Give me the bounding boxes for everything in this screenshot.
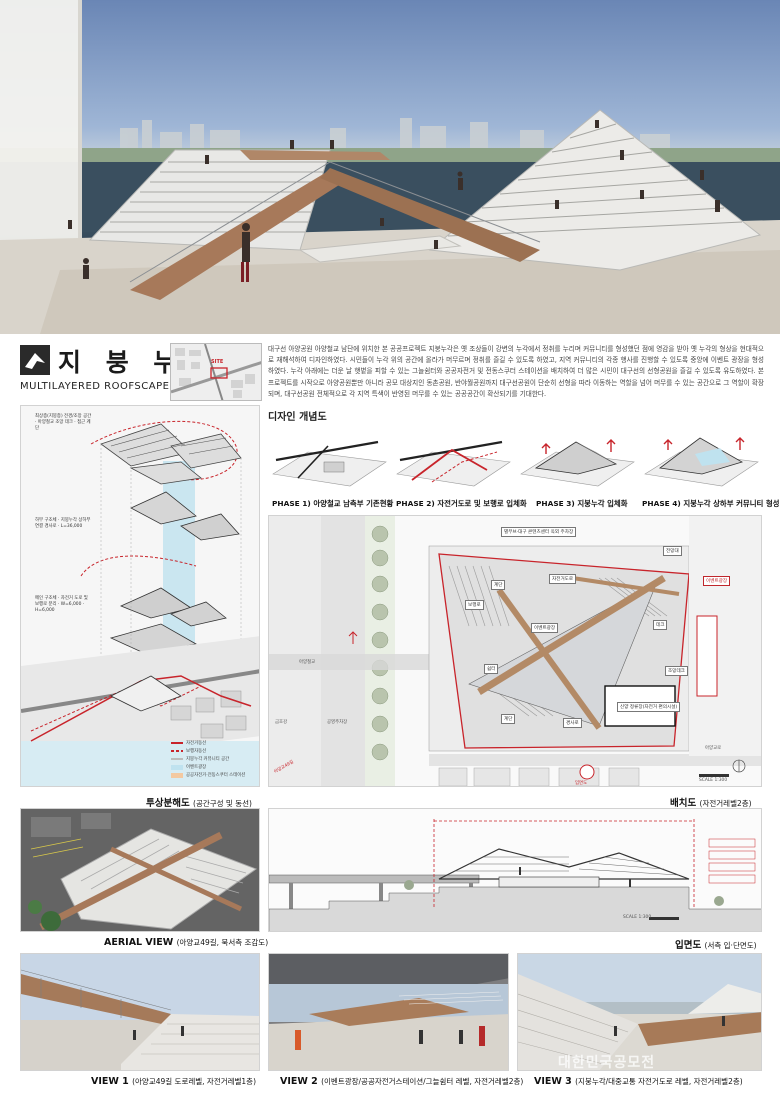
exploded-caption: 투상분해도 (공간구성 및 동선): [146, 798, 252, 809]
view-2-panel: [268, 953, 509, 1071]
exploded-note-2: 하부 구조체 · 지붕누각 상하부 연결 경사로 · L=36,000: [35, 518, 91, 529]
site-tag: 이벤트광장: [703, 576, 731, 586]
logo-icon: [20, 345, 50, 375]
site-tag: 보행로: [465, 600, 484, 610]
site-tag: 전망대: [663, 546, 682, 556]
view-3-caption: VIEW 3 (지붕누각/대중교통 자전거도로 레벨, 자전거레벨2층): [534, 1076, 743, 1087]
view-1-panel: [20, 953, 260, 1071]
elevation-scale: SCALE 1:300: [623, 915, 652, 920]
exploded-note-1: 최상층(지붕층) 전경/조망 공간 · 아양철교 조망 데크 · 접근 계단: [35, 414, 92, 431]
exploded-axon-panel: 최상층(지붕층) 전경/조망 공간 · 아양철교 조망 데크 · 접근 계단 하…: [20, 405, 260, 787]
phase-4-label: PHASE 4) 지붕누각 상하부 커뮤니티 형성: [642, 499, 780, 508]
site-label-parking: 공영주차장: [327, 720, 348, 725]
site-label-shelter: 신양 정류장(자전거 편의시설): [617, 702, 681, 712]
project-description: 대구선 아양공원 아양철교 남단에 위치한 본 공공프로젝트 지붕누각은 옛 조…: [268, 345, 764, 398]
legend-item: 보행자동선: [171, 748, 245, 754]
phase-2-label: PHASE 2) 자전거도로 및 보행로 입체화: [396, 499, 527, 508]
legend-item: 공공자전거·전동스쿠터 스테이션: [171, 772, 245, 778]
hero-render: [0, 0, 780, 334]
elevation-panel: SCALE 1:300: [268, 808, 762, 932]
view-3-render: [518, 954, 761, 1070]
aerial-view-render: [21, 809, 259, 931]
concept-title: 디자인 개념도: [268, 412, 327, 423]
site-tag: 데크: [653, 620, 668, 630]
location-map-site-label: SITE: [211, 359, 224, 365]
site-plan-caption: 배치도 (자전거레벨2층): [670, 798, 752, 809]
site-label-top: 별무브·대구 콘텐츠센터 옥외 주차장: [501, 527, 577, 537]
location-map: SITE: [170, 343, 262, 401]
site-plan-panel: 별무브·대구 콘텐츠센터 옥외 주차장 이벤트광장 신양 정류장(자전거 편의시…: [268, 515, 762, 787]
view-2-caption: VIEW 2 (이벤트광장/공공자전거스테이션/그늘쉼터 레벨, 자전거레벨2층…: [280, 1076, 524, 1087]
site-label-event-plaza: 이벤트광장: [531, 623, 559, 633]
phase-1-label: PHASE 1) 아양철교 남측부 기존현황: [272, 499, 394, 508]
legend-item: 이벤트광장: [171, 764, 245, 770]
title-english: MULTILAYERED ROOFSCAPE PAVILION: [20, 381, 223, 392]
site-tag: 쉼터: [484, 664, 499, 674]
site-label-river: 금호강: [275, 720, 288, 725]
concept-diagrams: [268, 422, 762, 494]
site-tag: 계단: [501, 714, 516, 724]
hero-render-art: [0, 0, 780, 334]
elevation-drawing: [269, 819, 761, 931]
site-tag: 계단: [491, 580, 506, 590]
exploded-legend: 자전거동선 보행자동선 지붕누각 커뮤니티 공간 이벤트광장 공공자전거·전동스…: [171, 740, 245, 780]
watermark: 대한민국공모전: [558, 1055, 656, 1071]
exploded-axon-drawing: [21, 420, 259, 786]
site-label-entrance: 입면도: [575, 781, 588, 786]
view-1-render: [21, 954, 259, 1070]
legend-item: 자전거동선: [171, 740, 245, 746]
aerial-view-panel: [20, 808, 260, 932]
site-plan-drawing: [269, 516, 761, 786]
site-tag: 경사로: [563, 718, 582, 728]
location-map-drawing: [171, 344, 261, 400]
site-label-bridge: 아양철교: [299, 660, 316, 665]
site-label-road: 아양교로: [705, 746, 722, 751]
phase-3-label: PHASE 3) 지붕누각 입체화: [536, 499, 628, 508]
elevation-caption: 입면도 (서측 입·단면도): [675, 940, 757, 951]
view-3-panel: 대한민국공모전: [517, 953, 762, 1071]
view-1-caption: VIEW 1 (아양교49길 도로레벨, 자전거레벨1층): [91, 1076, 257, 1087]
view-2-render: [269, 954, 508, 1070]
site-label-scale: SCALE 1:300: [699, 778, 728, 783]
concept-diagram-art: [272, 437, 759, 487]
aerial-caption: AERIAL VIEW (아양교49길, 북서측 조감도): [104, 937, 269, 948]
exploded-note-3: 메인 구조체 · 자전거 도로 및 보행로 분리 · W=6,000 · H=6…: [35, 596, 88, 613]
site-tag: 자전거도로: [549, 574, 577, 584]
site-tag: 조망데크: [665, 666, 688, 676]
legend-item: 지붕누각 커뮤니티 공간: [171, 756, 245, 762]
